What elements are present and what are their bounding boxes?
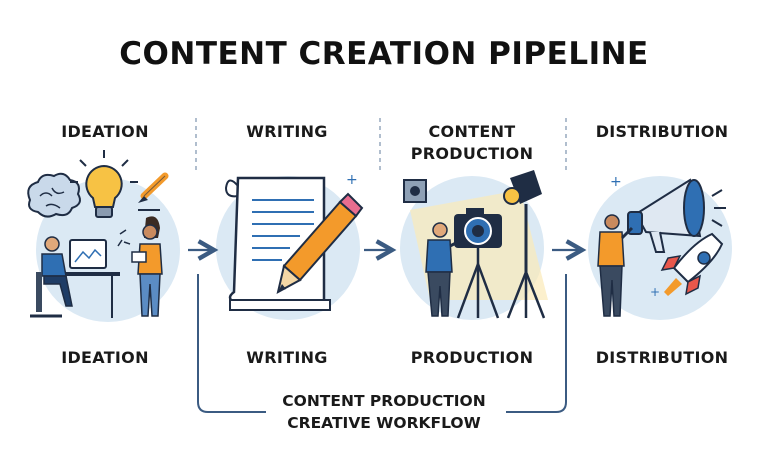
- person-holding-tablet-icon: [117, 216, 163, 317]
- pencil-icon: [138, 172, 169, 211]
- stage-1-top-label: IDEATION: [61, 122, 149, 141]
- workflow-caption-line-1: CONTENT PRODUCTION: [282, 392, 486, 410]
- workflow-caption: CONTENT PRODUCTION CREATIVE WORKFLOW: [234, 390, 534, 434]
- stage-2-bottom-label: WRITING: [246, 348, 328, 367]
- workflow-caption-line-2: CREATIVE WORKFLOW: [287, 414, 481, 432]
- stage-3-bottom-label: PRODUCTION: [410, 348, 534, 367]
- stage-separators: [195, 118, 567, 170]
- person-at-desk-icon: [30, 236, 120, 318]
- stage-3-top-label: CONTENT PRODUCTION: [410, 122, 534, 163]
- camera-icon: [454, 208, 502, 248]
- production-illustration: [400, 170, 548, 320]
- svg-text:+: +: [610, 174, 622, 190]
- rocket-icon: +: [650, 232, 724, 299]
- megaphone-icon: [627, 178, 726, 253]
- ideation-illustration: [27, 150, 180, 322]
- stage-2-top-label: WRITING: [246, 122, 328, 141]
- workflow-bracket: [197, 274, 567, 413]
- svg-text:+: +: [346, 172, 358, 188]
- large-pencil-icon: [276, 192, 364, 294]
- brain-icon: [27, 172, 81, 218]
- svg-text:+: +: [650, 285, 660, 299]
- lightbulb-icon: [70, 150, 138, 218]
- writing-illustration: +: [216, 172, 364, 320]
- stage-4-top-label: DISTRIBUTION: [595, 122, 729, 141]
- tripod-icon: [456, 248, 500, 319]
- stage-1-bottom-label: IDEATION: [61, 348, 149, 367]
- camera-operator-icon: [425, 222, 463, 317]
- person-icon: [597, 214, 634, 317]
- spotlight-icon: [403, 170, 546, 319]
- page-title: CONTENT CREATION PIPELINE: [119, 36, 649, 72]
- distribution-illustration: + +: [588, 174, 732, 320]
- stage-4-bottom-label: DISTRIBUTION: [595, 348, 729, 367]
